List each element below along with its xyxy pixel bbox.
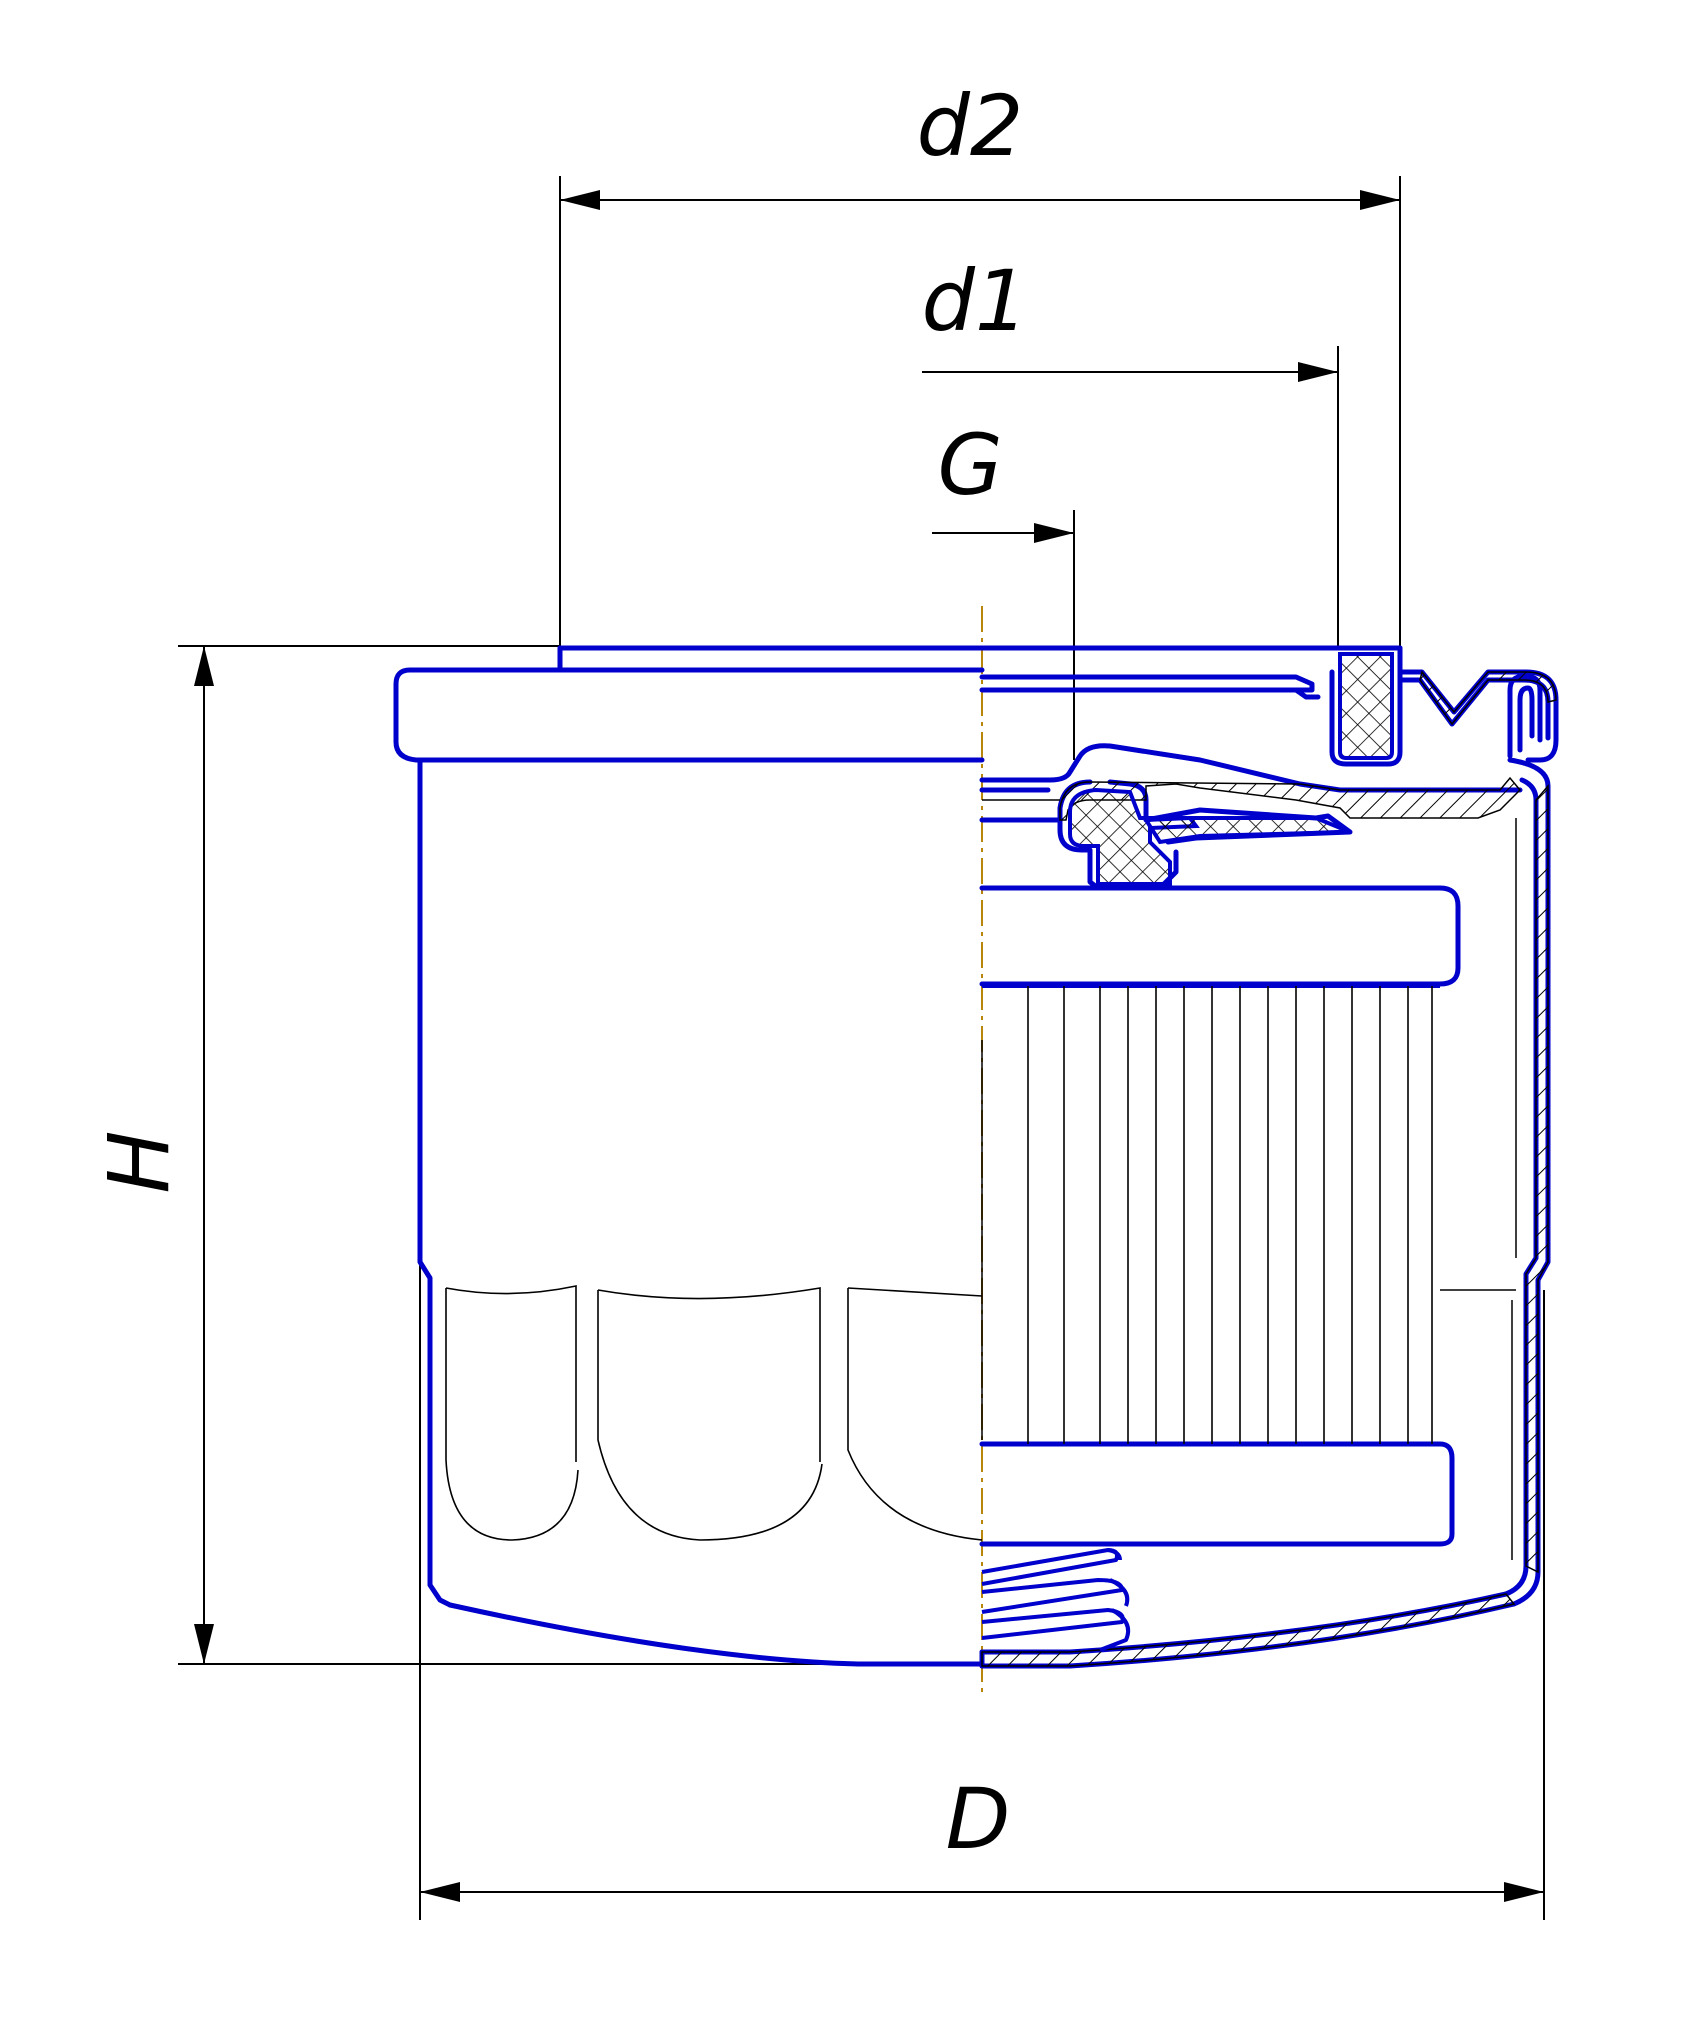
spring — [981, 1548, 1131, 1652]
scallops — [445, 1285, 983, 1541]
hatched-sections — [981, 670, 1557, 1667]
h-label: H — [90, 1130, 188, 1193]
d2-label: d2 — [917, 77, 1024, 175]
dimension-lines — [178, 176, 1545, 1920]
d1-label: d1 — [922, 252, 1029, 350]
gaskets — [1068, 652, 1394, 886]
filter-pleats — [982, 984, 1440, 1444]
g-label: G — [937, 416, 1002, 514]
d-label: D — [946, 1770, 1011, 1868]
inner-housing-lines — [981, 799, 1517, 1560]
